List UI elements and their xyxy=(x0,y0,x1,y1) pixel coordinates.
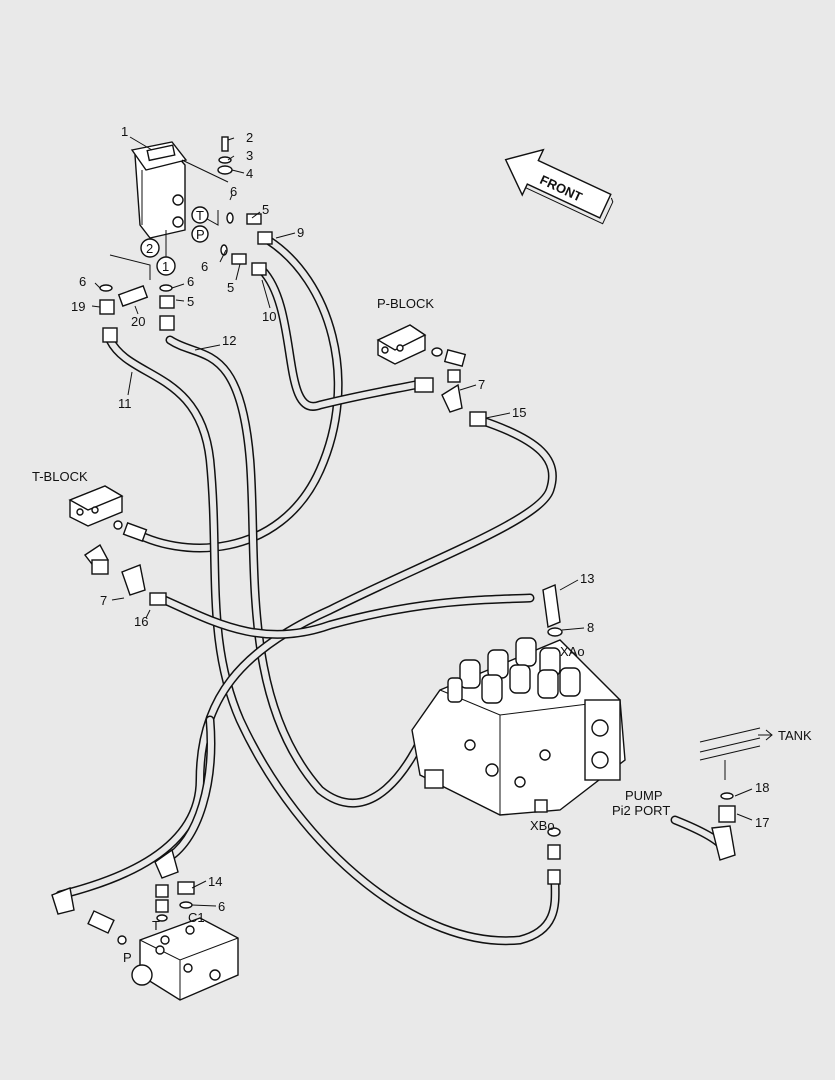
tank-label: TANK xyxy=(778,728,812,743)
callout-6e: 6 xyxy=(218,899,225,914)
callout-17: 17 xyxy=(755,815,769,830)
t-block-label: T-BLOCK xyxy=(32,469,88,484)
callout-19: 19 xyxy=(71,299,85,314)
callout-numbers: 1 2 3 4 6 5 9 6 5 10 6 6 5 19 20 12 11 7… xyxy=(71,124,769,914)
callout-7b: 7 xyxy=(100,593,107,608)
callout-8: 8 xyxy=(587,620,594,635)
callout-13: 13 xyxy=(580,571,594,586)
callout-18: 18 xyxy=(755,780,769,795)
p-block xyxy=(376,324,511,427)
callout-9: 9 xyxy=(297,225,304,240)
valve-port-t-label: T xyxy=(152,918,160,933)
circle-mark-p: P xyxy=(196,227,205,242)
circle-mark-t: T xyxy=(196,208,204,223)
t-block xyxy=(68,485,167,619)
callout-6b: 6 xyxy=(201,259,208,274)
callout-16: 16 xyxy=(134,614,148,629)
block-labels: P-BLOCK T-BLOCK XAo XBo TANK PUMP Pi2 PO… xyxy=(32,296,812,965)
port-circle-marks: T P 1 2 xyxy=(140,206,209,276)
callout-6c: 6 xyxy=(79,274,86,289)
callout-12: 12 xyxy=(222,333,236,348)
callout-7a: 7 xyxy=(478,377,485,392)
tank-lines xyxy=(699,727,773,861)
valve-port-p-label: P xyxy=(123,950,132,965)
callout-2: 2 xyxy=(246,130,253,145)
callout-5a: 5 xyxy=(262,202,269,217)
callout-11: 11 xyxy=(118,396,132,411)
callout-3: 3 xyxy=(246,148,253,163)
xao-label: XAo xyxy=(560,644,585,659)
front-arrow-icon: FRONT xyxy=(504,148,614,225)
circle-mark-1: 1 xyxy=(162,259,169,274)
leader-lines xyxy=(91,136,296,396)
circle-mark-2: 2 xyxy=(146,241,153,256)
valve-port-c1-label: C1 xyxy=(188,910,205,925)
selector-valve xyxy=(51,848,239,1001)
callout-6a: 6 xyxy=(230,184,237,199)
callout-20: 20 xyxy=(131,314,145,329)
pi2-port-label: Pi2 PORT xyxy=(612,803,670,818)
callout-15: 15 xyxy=(512,405,526,420)
callout-14: 14 xyxy=(208,874,222,889)
callout-1: 1 xyxy=(121,124,128,139)
callout-5b: 5 xyxy=(227,280,234,295)
p-block-label: P-BLOCK xyxy=(377,296,434,311)
xbo-label: XBo xyxy=(530,818,555,833)
pilot-valve xyxy=(130,141,188,239)
pump-label: PUMP xyxy=(625,788,663,803)
callout-6d: 6 xyxy=(187,274,194,289)
hoses xyxy=(55,235,730,946)
fittings-top xyxy=(99,136,273,343)
callout-10: 10 xyxy=(262,309,276,324)
control-valve xyxy=(411,579,626,885)
callout-4: 4 xyxy=(246,166,253,181)
callout-5c: 5 xyxy=(187,294,194,309)
